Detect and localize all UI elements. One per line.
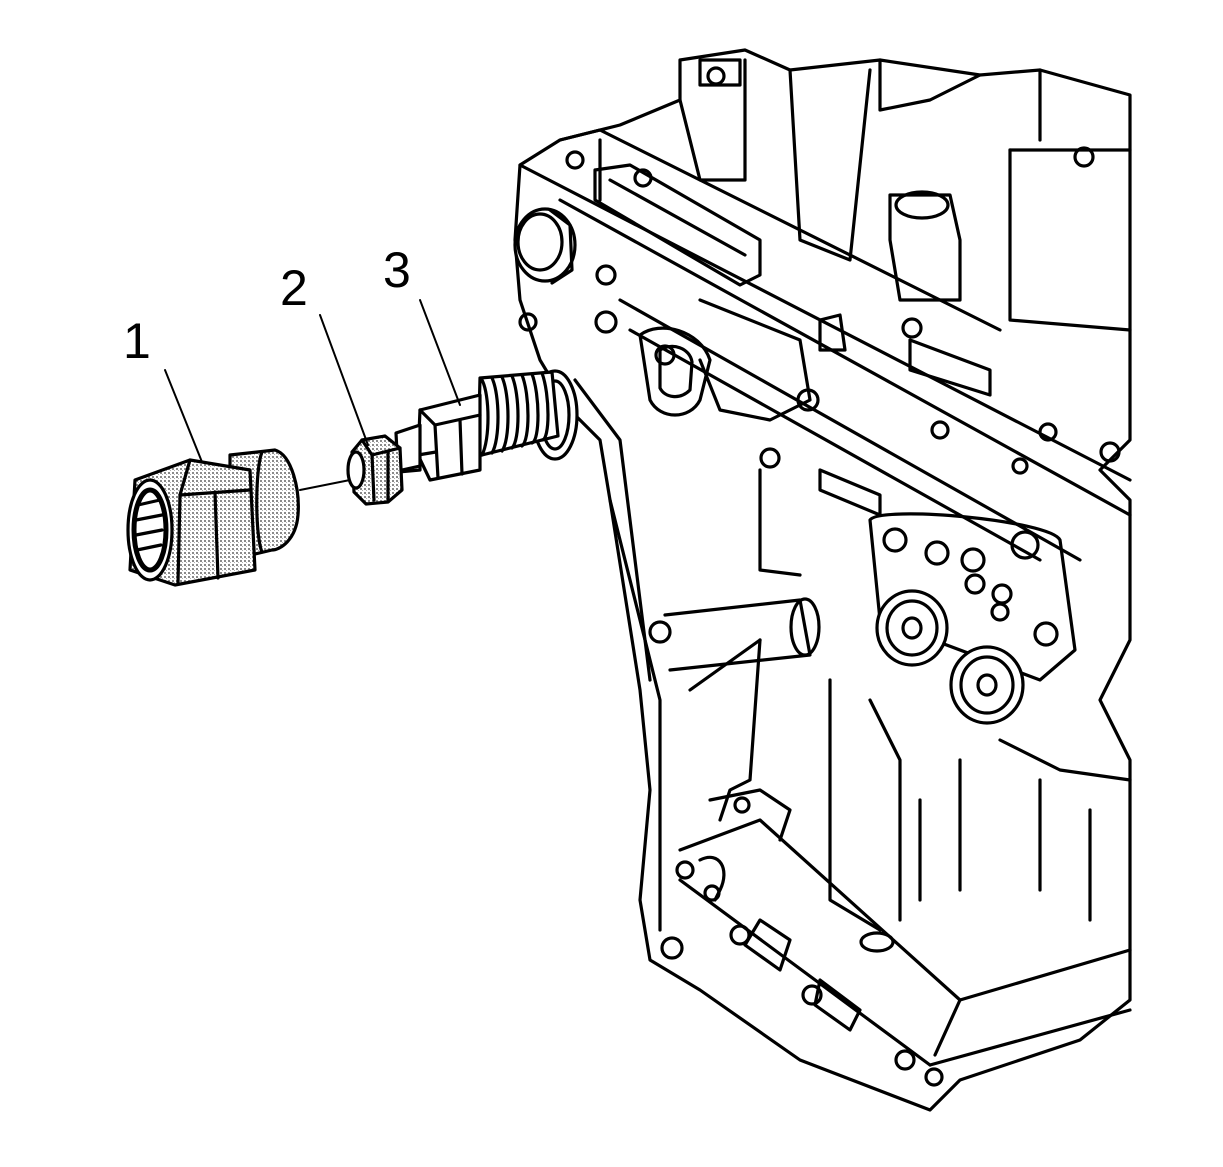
transmission-case-housing (513, 48, 1132, 1112)
callout-2-leader (319, 314, 369, 446)
callout-1-label: 1 (123, 313, 151, 369)
part-2-fitting-nut (346, 434, 422, 506)
callout-2-label: 2 (280, 260, 308, 316)
callout-3-leader (419, 299, 461, 406)
callout-3-label: 3 (383, 242, 411, 298)
part-3-threaded-valve (394, 369, 579, 482)
part-1-hex-socket-adapter (126, 448, 300, 587)
callout-1-leader (164, 369, 203, 463)
alignment-axis-line (299, 479, 351, 491)
